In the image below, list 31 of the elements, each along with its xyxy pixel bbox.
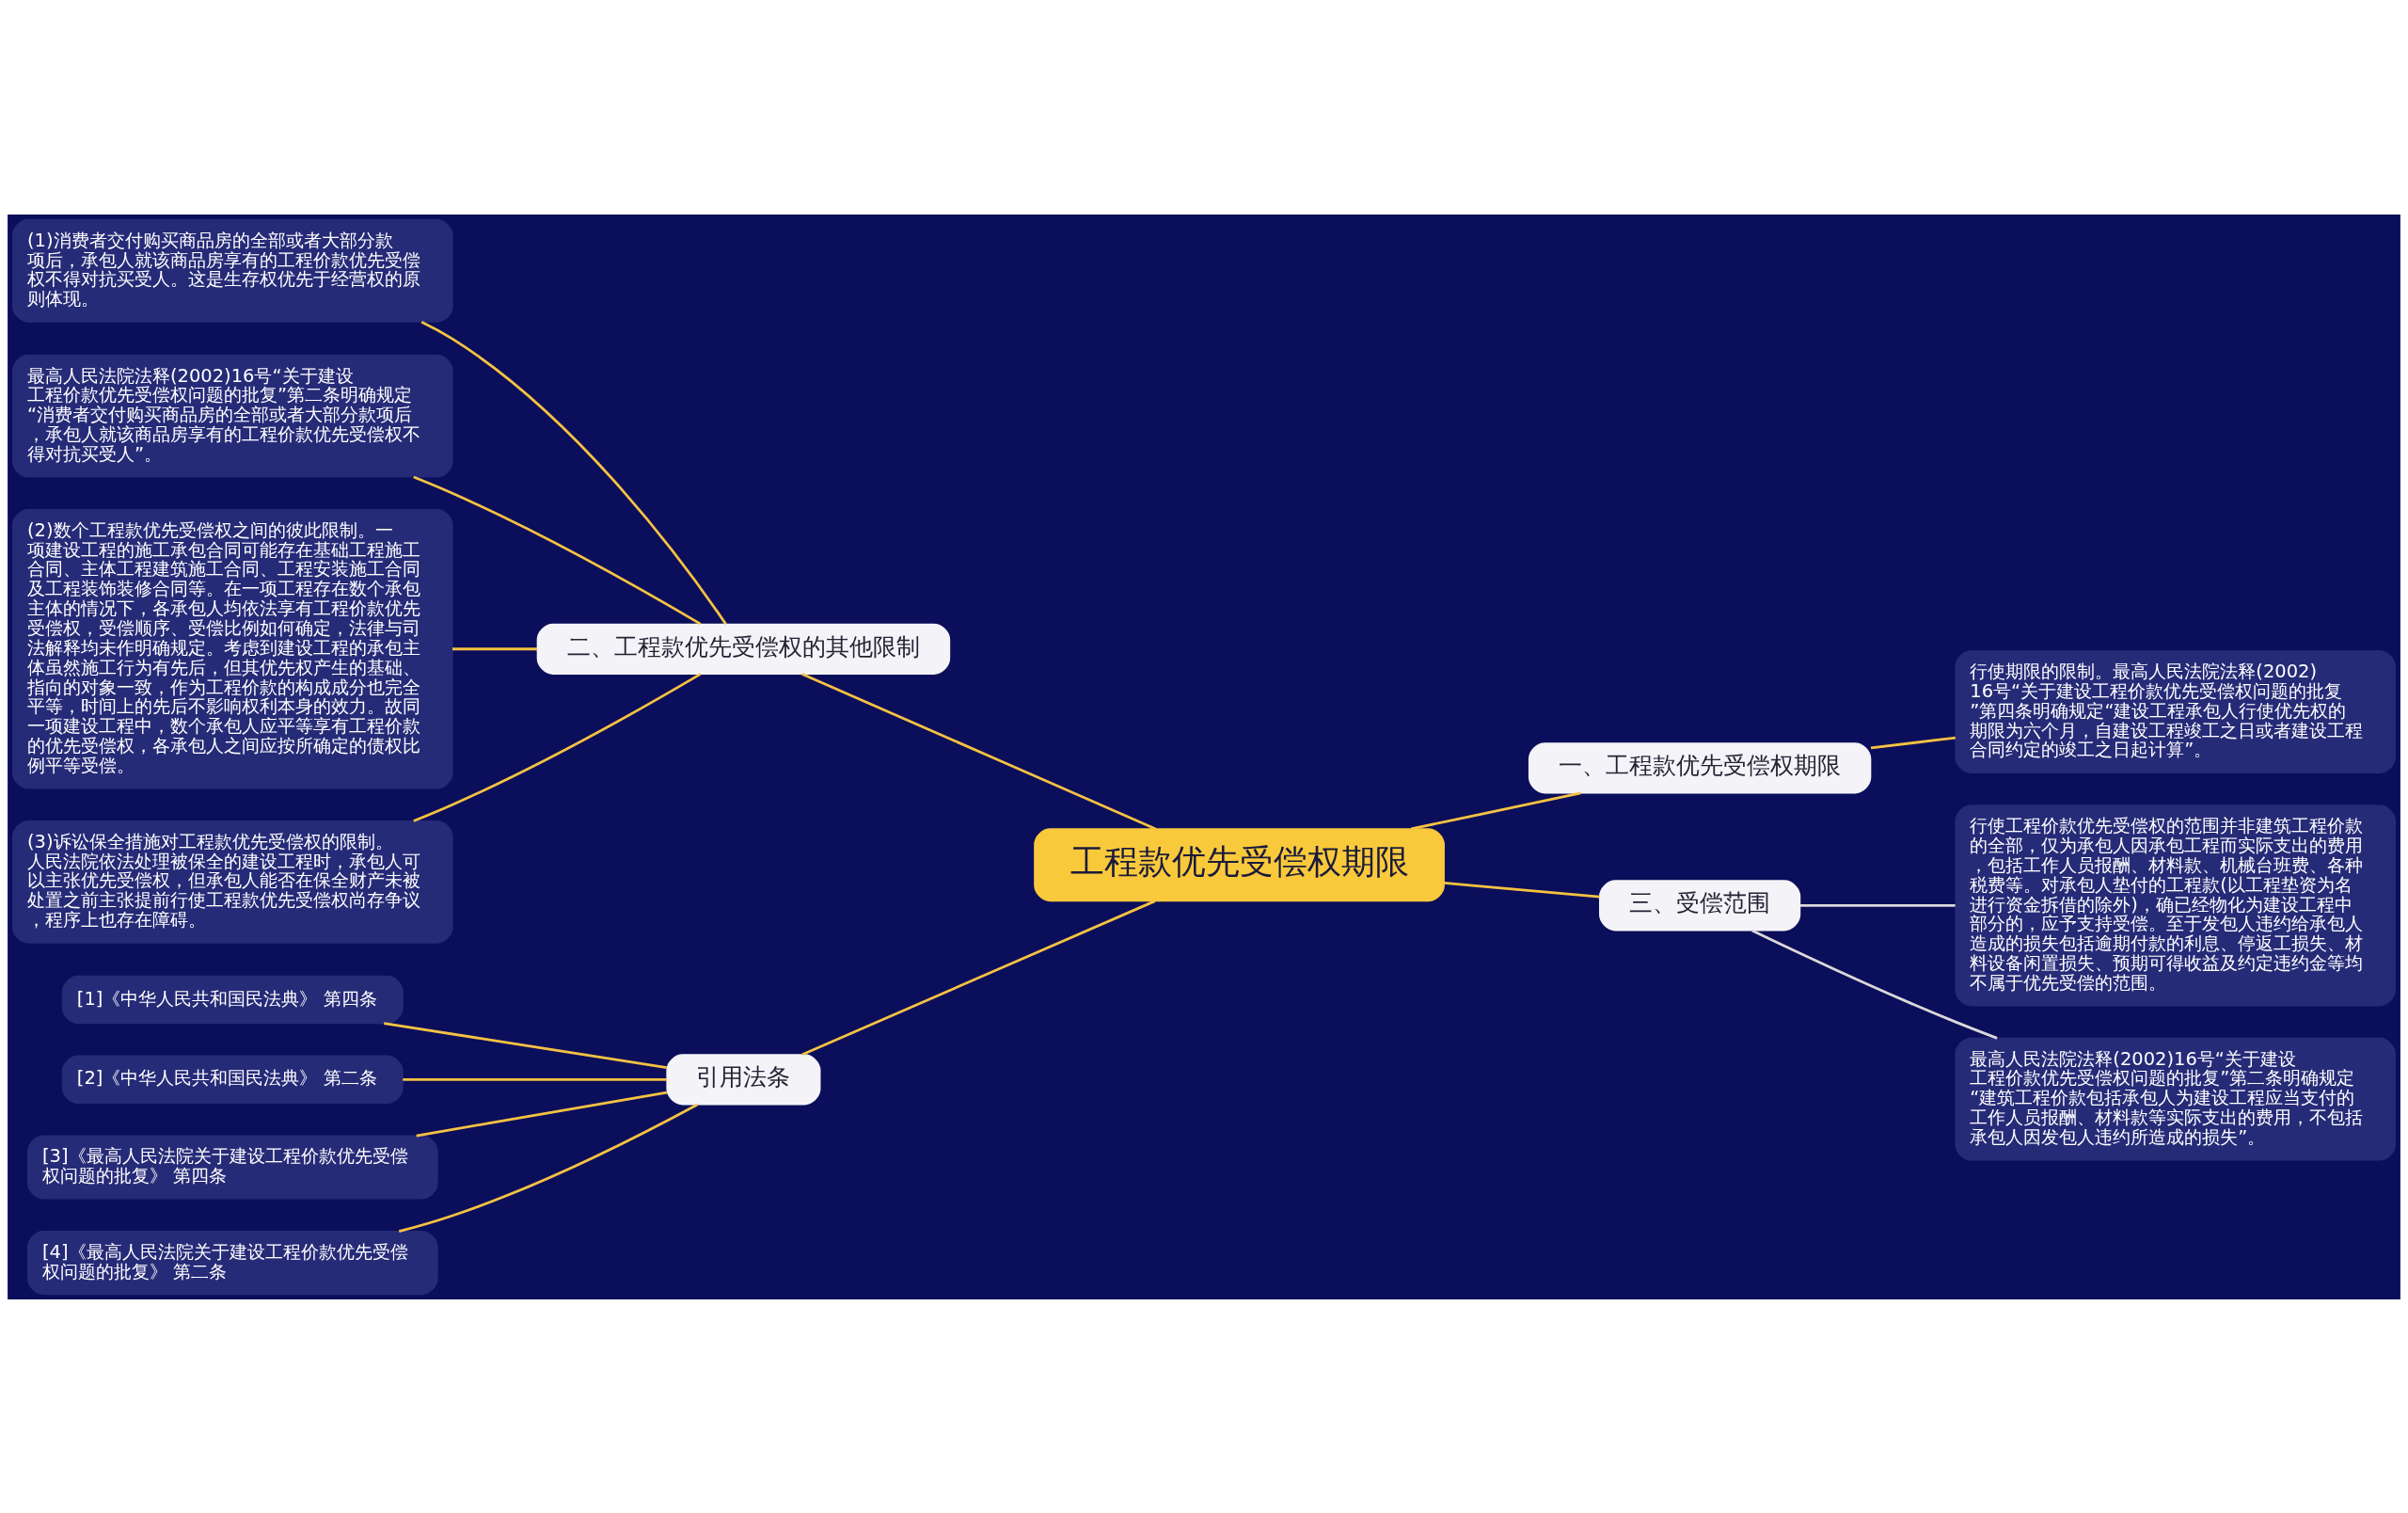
connector (416, 1091, 668, 1137)
node-box: 最高人民法院法释(2002)16号“关于建设工程价款优先受偿权问题的批复”第二条明确规定“消费者交付购买商品房的全部或者大部分款项后，承包人就该商品房享有的工程价款优先受偿权不得对抗买受人”。 (11, 354, 453, 478)
node-box: 最高人民法院法释(2002)16号“关于建设工程价款优先受偿权问题的批复”第二条明确规定“建筑工程价款包括承包人为建设工程应当支付的工作人员报酬、材料款等实际支出的费用，不包括承包人因发包人违约所造成的损失”。 (1955, 1037, 2397, 1161)
connector (452, 646, 538, 650)
node-box: 二、工程款优先受偿权的其他限制 (536, 623, 951, 675)
connector (403, 1077, 667, 1081)
node-box: 工程款优先受偿权期限 (1034, 827, 1445, 901)
node-box: 行使期限的限制。最高人民法院法释(2002)16号“关于建设工程价款优先受偿权问题的批复”第四条明确规定“建设工程承包人行使优先权的期限为六个月，自建设工程竣工之日或者建设工程合同约定的竣工之日起计算”。 (1955, 649, 2397, 773)
node-box: 一、工程款优先受偿权期限 (1528, 741, 1872, 793)
node-box: (3)诉讼保全措施对工程款优先受偿权的限制。人民法院依法处理被保全的建设工程时，承包人可以主张优先受偿权，但承包人能否在保全财产未被处置之前主张提前行使工程款优先受偿权尚存争议，程序上也存在障碍。 (11, 820, 453, 944)
node-box: [1]《中华人民共和国民法典》 第四条 (61, 975, 404, 1024)
node-box: 三、受偿范围 (1599, 879, 1801, 931)
connector (1799, 903, 1956, 907)
connector (1410, 790, 1581, 830)
node-box: [4]《最高人民法院关于建设工程价款优先受偿权问题的批复》 第二条 (26, 1230, 438, 1295)
node-box: 引用法条 (666, 1053, 821, 1105)
connector (384, 1021, 667, 1069)
connector (800, 672, 1157, 830)
connector (413, 672, 702, 822)
node-box: 行使工程价款优先受偿权的范围并非建筑工程价款的全部，仅为承包人因承包工程而实际支出的费用，包括工作人员报酬、材料款、机械台班费、各种税费等。对承包人垫付的工程款(以工程垫资为名进行资金拆借的除外)，确已经物化为建设工程中部分的，应予支持受偿。至于发包人违约给承包人造成的损失包括逾期付款的利息、停返工损失、材料设备闲置损失、预期可得收益及约定违约金等均不属于优先受偿的范围。 (1955, 804, 2397, 1006)
connector (1751, 929, 1998, 1040)
connector (413, 475, 702, 625)
connector (1444, 881, 1600, 898)
connector (398, 1103, 698, 1233)
connector (420, 320, 727, 625)
node-box: (2)数个工程款优先受偿权之间的彼此限制。一项建设工程的施工承包合同可能存在基础工程施工合同、主体工程建筑施工合同、工程安装施工合同及工程装饰装修合同等。在一项工程存在数个承包主体的情况下，各承包人均依法享有工程价款优先受偿权，受偿顺序、受偿比例如何确定，法律与司法解释均未作明确规定。考虑到建设工程的承包主体虽然施工行为有先后，但其优先权产生的基础、指向的对象一致，作为工程价款的构成成分也完全平等，时间上的先后不影响权利本身的效力。故同一项建设工程中，数个承包人应平等享有工程价款的优先受偿权，各承包人之间应按所确定的债权比例平等受偿。 (11, 508, 453, 789)
connector (801, 899, 1156, 1056)
node-box: [3]《最高人民法院关于建设工程价款优先受偿权问题的批复》 第四条 (26, 1134, 438, 1200)
connector (1870, 736, 1956, 749)
node-box: [2]《中华人民共和国民法典》 第二条 (61, 1055, 404, 1104)
node-box: (1)消费者交付购买商品房的全部或者大部分款项后，承包人就该商品房享有的工程价款优先受偿权不得对抗买受人。这是生存权优先于经营权的原则体现。 (11, 218, 453, 323)
